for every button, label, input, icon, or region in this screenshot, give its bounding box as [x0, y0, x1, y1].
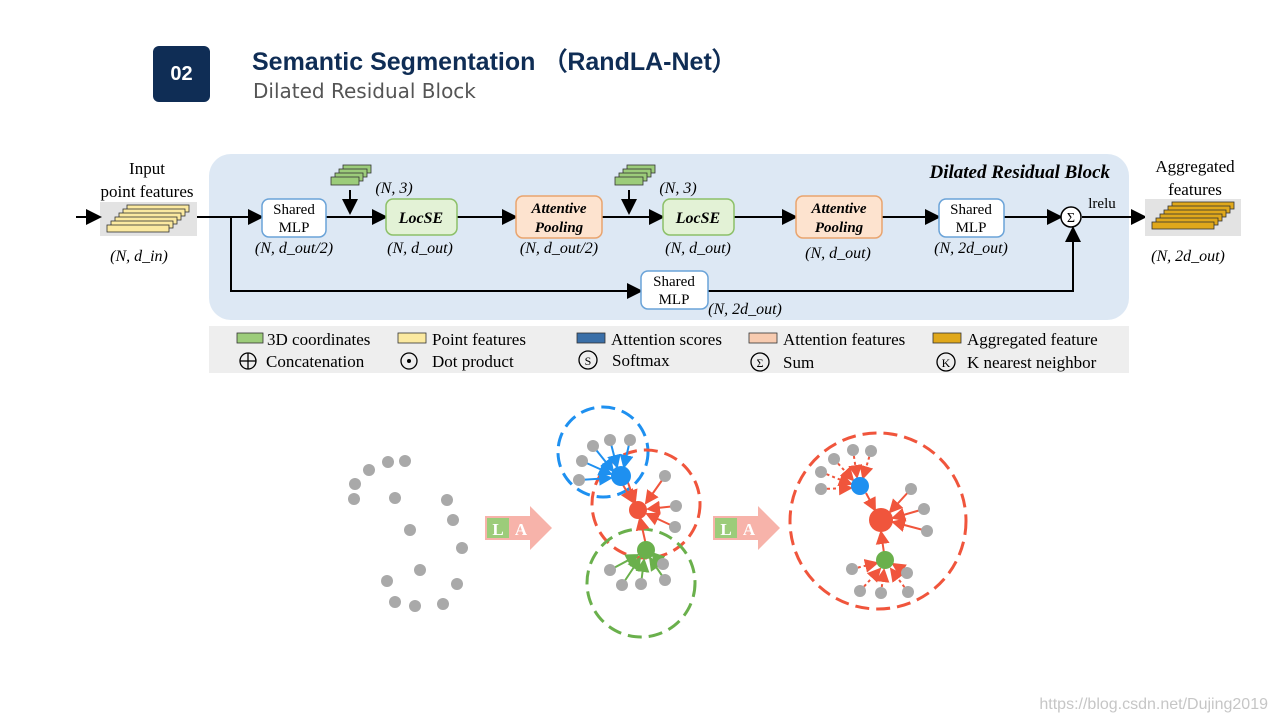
block-panel	[209, 154, 1129, 320]
blue-center-point	[611, 466, 631, 486]
node-dim: (N, d_out)	[387, 240, 453, 257]
node-label: MLP	[279, 220, 310, 236]
slide-subtitle: Dilated Residual Block	[253, 79, 476, 103]
coords-dim-2: (N, 3)	[659, 180, 696, 197]
sum-symbol: Σ	[1067, 211, 1075, 226]
shared-mlp-node	[261, 198, 327, 238]
legend-label: Attention scores	[611, 330, 722, 349]
node-label: MLP	[659, 292, 690, 308]
node-dim: (N, d_out/2)	[255, 240, 333, 257]
red-center-point	[629, 501, 647, 519]
slide-number-badge: 02	[153, 46, 210, 102]
node-label: Pooling	[535, 220, 584, 236]
legend-swatch-attention-features	[748, 332, 778, 344]
svg-text:S: S	[585, 354, 592, 368]
legend-label: 3D coordinates	[267, 330, 370, 349]
local-aggregation-arrow: L A	[485, 506, 552, 550]
neighbor-points	[573, 434, 682, 591]
red-aggregated-point	[869, 508, 893, 532]
raw-point-cloud	[348, 455, 468, 612]
slide-title: Semantic Segmentation （RandLA-Net）	[252, 48, 737, 76]
node-label: Shared	[950, 202, 992, 218]
watermark: https://blog.csdn.net/Dujing2019	[1039, 696, 1268, 713]
node-label: Attentive	[531, 201, 587, 217]
node-label: Shared	[653, 274, 695, 290]
node-dim: (N, d_out/2)	[520, 240, 598, 257]
node-label: MLP	[956, 220, 987, 236]
node-dim: (N, 2d_out)	[708, 301, 782, 318]
dot-product-icon	[400, 352, 418, 370]
attentive-pooling-node	[795, 195, 883, 239]
legend-label: Point features	[432, 330, 526, 349]
attentive-pooling-node	[515, 195, 603, 239]
node-label: Attentive	[811, 201, 867, 217]
green-aggregated-point	[876, 551, 894, 569]
node-dim: (N, 2d_out)	[934, 240, 1008, 257]
activation-label: lrelu	[1088, 196, 1116, 212]
legend-swatch-coords	[236, 332, 264, 344]
legend: 3D coordinates Point features Attention …	[236, 330, 1098, 372]
output-label-line1: Aggregated	[1155, 157, 1235, 176]
output-feature-stack	[1151, 201, 1235, 230]
node-label: LocSE	[675, 210, 720, 227]
legend-swatch-attention-scores	[576, 332, 606, 344]
sum-node	[1060, 206, 1082, 228]
shared-mlp-node	[938, 198, 1005, 238]
shared-mlp-node	[640, 270, 709, 310]
green-center-point	[637, 541, 655, 559]
legend-label: Attention features	[783, 330, 905, 349]
legend-panel	[209, 326, 1129, 373]
svg-text:Σ: Σ	[757, 356, 764, 370]
sum-icon: Σ	[750, 352, 770, 372]
input-label-line1: Input	[129, 159, 165, 178]
legend-label: Aggregated feature	[967, 330, 1098, 349]
node-label: Pooling	[815, 220, 864, 236]
input-label-line2: point features	[101, 182, 194, 201]
svg-text:L: L	[492, 520, 503, 539]
node-label: Shared	[273, 202, 315, 218]
node-dim: (N, d_out)	[665, 240, 731, 257]
block-title: Dilated Residual Block	[929, 162, 1111, 183]
node-dim: (N, d_out)	[805, 245, 871, 262]
legend-label: Dot product	[432, 352, 514, 371]
blue-aggregated-point	[851, 477, 869, 495]
svg-text:L: L	[720, 520, 731, 539]
output-label-line2: features	[1168, 180, 1222, 199]
legend-label: Softmax	[612, 351, 670, 370]
dilated-neighbor-points	[815, 444, 933, 599]
skip-connection	[230, 217, 643, 299]
skip-connection	[708, 226, 1081, 292]
legend-label: Sum	[783, 353, 814, 372]
coords-stack-2	[614, 164, 656, 186]
svg-text:A: A	[743, 520, 756, 539]
locse-node	[385, 198, 458, 236]
blue-neighborhood	[556, 405, 650, 499]
concatenation-icon	[239, 352, 257, 370]
knn-icon: K	[936, 352, 956, 372]
svg-text:A: A	[515, 520, 528, 539]
input-dim: (N, d_in)	[110, 248, 168, 265]
legend-label: K nearest neighbor	[967, 353, 1097, 372]
legend-swatch-point-features	[397, 332, 427, 344]
legend-label: Concatenation	[266, 352, 365, 371]
output-dim: (N, 2d_out)	[1151, 248, 1225, 265]
local-aggregation-arrow: L A	[713, 506, 780, 550]
svg-text:K: K	[942, 356, 951, 370]
locse-node	[662, 198, 735, 236]
coords-dim-1: (N, 3)	[375, 180, 412, 197]
legend-swatch-aggregated-feature	[932, 332, 962, 344]
input-feature-stack	[106, 204, 190, 233]
coords-stack-1	[330, 164, 372, 186]
node-label: LocSE	[398, 210, 443, 227]
softmax-icon: S	[578, 350, 598, 370]
dilated-neighborhood	[788, 431, 968, 611]
